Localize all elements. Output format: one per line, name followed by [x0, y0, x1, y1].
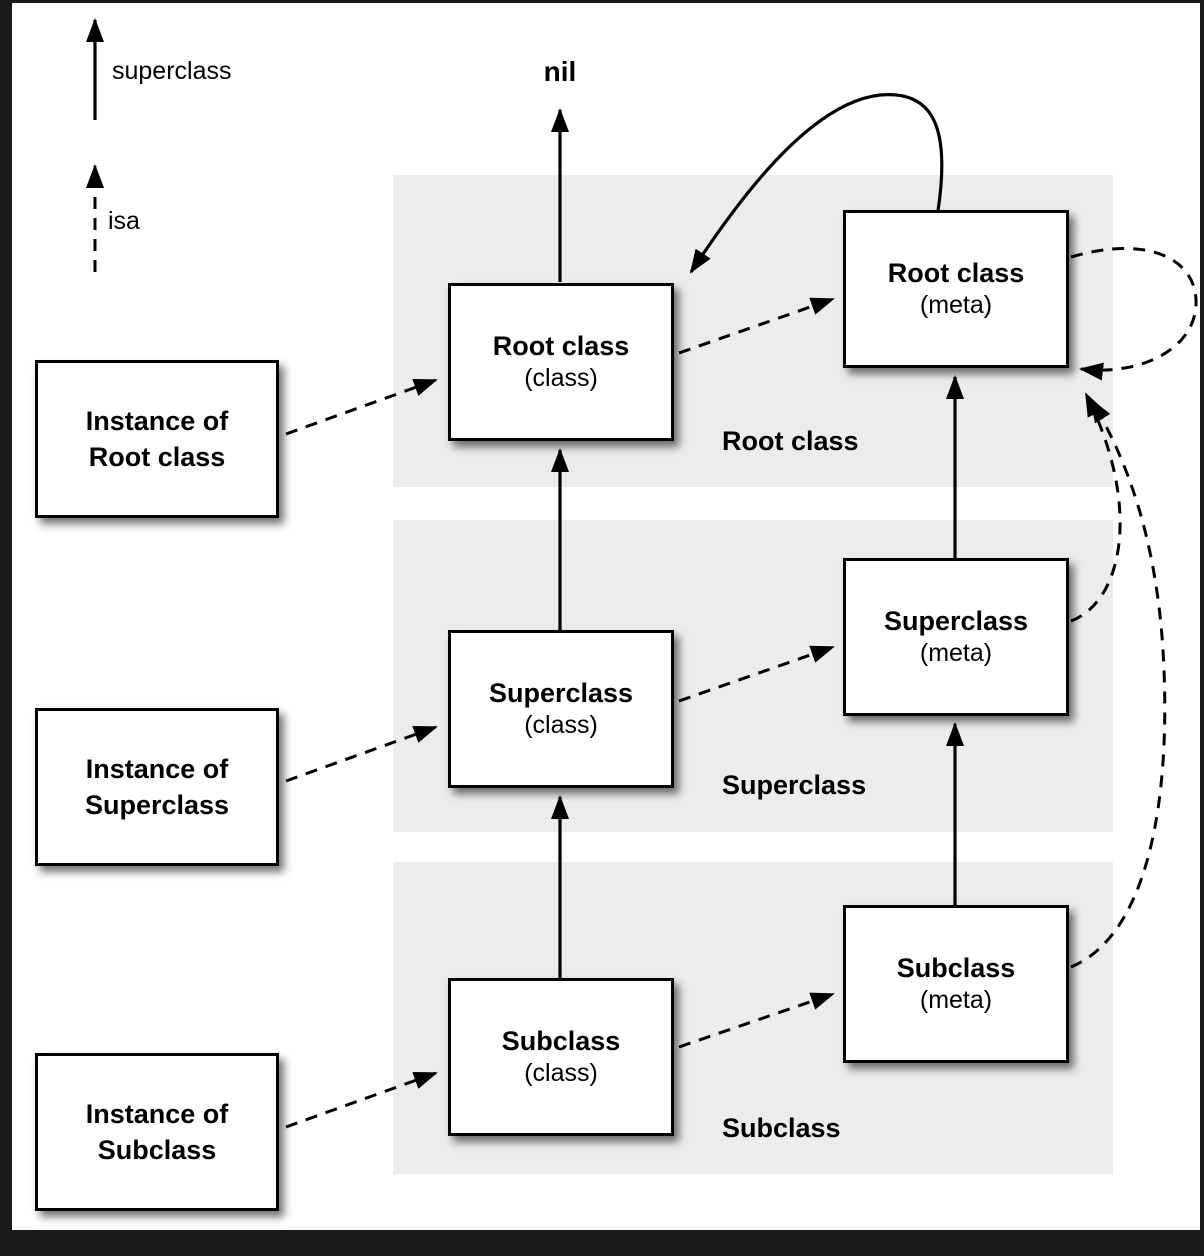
band-label-subclass: Subclass: [722, 1113, 841, 1143]
box-subtitle: (class): [524, 1059, 598, 1088]
frame-bottom-edge: [0, 1230, 1204, 1256]
box-title: Subclass: [896, 952, 1016, 983]
box-title: Root class: [887, 257, 1025, 288]
box-superclass-class: Superclass (class): [448, 630, 674, 788]
box-title: Superclass: [488, 677, 634, 708]
nil-label: nil: [543, 56, 577, 87]
box-subtitle: (meta): [919, 291, 993, 320]
isa-arrow-instance-superclass-to-superclass: [285, 725, 438, 783]
box-root-class: Root class (class): [448, 283, 674, 441]
frame-right-edge: [1200, 0, 1204, 1256]
box-title-line: Instance of: [85, 405, 229, 436]
legend-isa-label: isa: [108, 207, 140, 235]
isa-arrow-superclass-meta-to-root-meta: [1070, 392, 1122, 623]
band-label-root-class: Root class: [722, 426, 859, 456]
box-subclass-meta: Subclass (meta): [843, 905, 1069, 1063]
isa-arrow-subclass-meta-to-root-meta: [1070, 398, 1167, 969]
box-title: Subclass: [501, 1025, 621, 1056]
box-instance-of-superclass: Instance of Superclass: [35, 708, 279, 866]
box-subtitle: (meta): [919, 986, 993, 1015]
box-title-line: Superclass: [84, 790, 230, 820]
box-title: Superclass: [883, 605, 1029, 636]
legend-superclass-label: superclass: [112, 57, 232, 85]
box-subtitle: (class): [524, 711, 598, 740]
box-title: Root class: [492, 330, 630, 361]
box-instance-of-subclass: Instance of Subclass: [35, 1053, 279, 1211]
box-subtitle: (meta): [919, 639, 993, 668]
isa-arrow-subclass-to-subclass-meta: [678, 992, 835, 1049]
isa-arrow-root-meta-self-loop: [1070, 247, 1198, 381]
isa-arrow-instance-root-to-root-class: [285, 378, 438, 436]
band-label-superclass: Superclass: [722, 770, 867, 800]
box-title-line: Instance of: [85, 1098, 229, 1129]
box-title-line: Root class: [88, 442, 226, 472]
superclass-arrow-root-meta-to-root-class: [689, 93, 944, 274]
box-title-line: Instance of: [85, 753, 229, 784]
box-instance-of-root-class: Instance of Root class: [35, 360, 279, 518]
box-subtitle: (class): [524, 364, 598, 393]
isa-arrow-root-class-to-root-meta: [678, 297, 835, 355]
box-subclass-class: Subclass (class): [448, 978, 674, 1136]
isa-arrow-superclass-to-superclass-meta: [678, 645, 835, 703]
isa-arrow-instance-subclass-to-subclass: [285, 1071, 438, 1129]
box-root-class-meta: Root class (meta): [843, 210, 1069, 368]
box-superclass-meta: Superclass (meta): [843, 558, 1069, 716]
frame-left-edge: [0, 0, 12, 1256]
box-title-line: Subclass: [97, 1135, 217, 1165]
frame-top-edge: [0, 0, 1204, 3]
